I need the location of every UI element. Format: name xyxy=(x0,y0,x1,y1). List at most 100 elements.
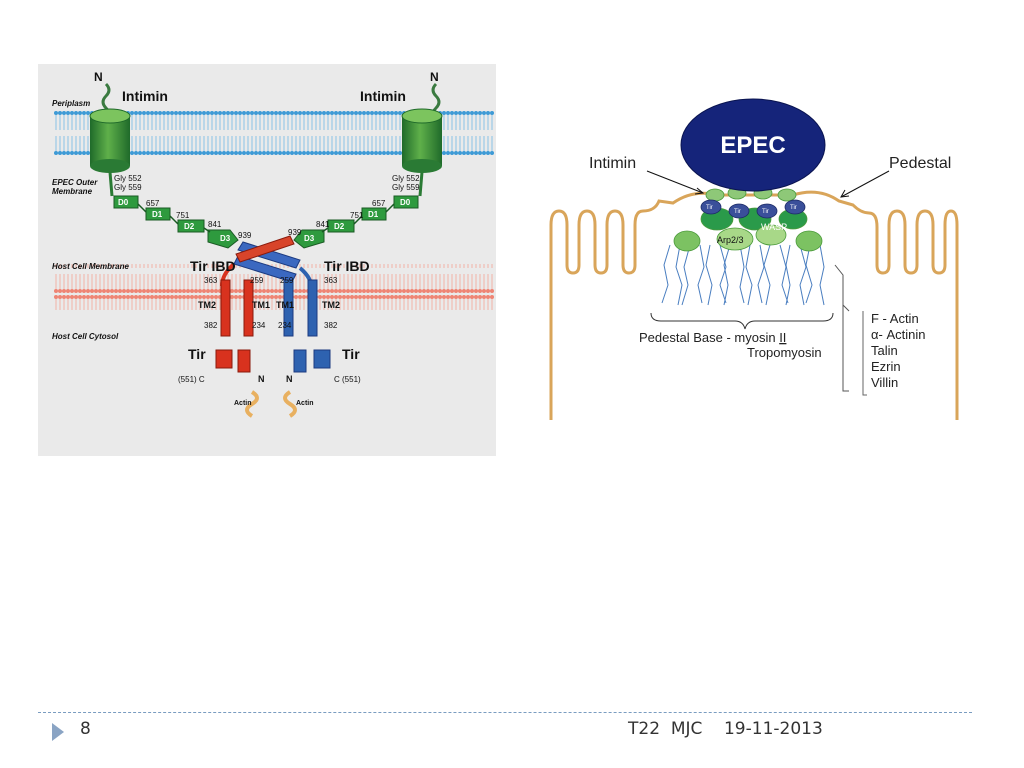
intimin-tir-diagram: N N Intimin Intimin Tir IBD Tir IBD Tir … xyxy=(38,64,496,456)
label-234-right: 234 xyxy=(278,321,292,330)
label-epec: EPEC xyxy=(720,132,785,159)
label-pedestal: Pedestal xyxy=(889,155,951,172)
label-d2-right: D2 xyxy=(334,222,345,231)
label-wasp: WASP xyxy=(761,222,787,232)
epec-pedestal-diagram: Tir Tir Tir Tir Arp2/3 WASP EPEC Intimin… xyxy=(545,95,965,425)
label-villin: Villin xyxy=(871,375,898,390)
label-tir-ibd-left: Tir IBD xyxy=(190,258,236,274)
label-tm2-left: TM2 xyxy=(198,300,216,310)
domain-d1-left xyxy=(145,207,171,221)
intimin-pointer xyxy=(646,170,704,194)
label-382-right: 382 xyxy=(324,321,338,330)
list-bracket xyxy=(862,311,867,396)
domain-d3-right xyxy=(293,229,325,249)
label-c551-right: C (551) xyxy=(334,375,361,384)
label-751-right: 751 xyxy=(350,211,364,220)
label-myosin-numeral: II xyxy=(779,330,786,345)
label-tir-3: Tir xyxy=(762,209,769,215)
label-a-actinin: α- Actinin xyxy=(871,327,925,342)
label-outer-membrane-1: EPEC Outer xyxy=(52,178,98,187)
label-pedestal-base: Pedestal Base - myosin II xyxy=(639,330,786,345)
label-tropomyosin: Tropomyosin xyxy=(747,345,822,360)
label-gly552-left: Gly 552 xyxy=(114,174,142,183)
label-751-left: 751 xyxy=(176,211,190,220)
label-tir-right: Tir xyxy=(342,346,360,362)
label-c551-left: (551) C xyxy=(178,375,205,384)
actin-fibers xyxy=(661,244,825,306)
label-host-cytosol: Host Cell Cytosol xyxy=(52,332,119,341)
label-657-left: 657 xyxy=(146,199,160,208)
label-talin: Talin xyxy=(871,343,898,358)
label-259-right: 259 xyxy=(280,276,294,285)
label-tir-ibd-right: Tir IBD xyxy=(324,258,370,274)
intimin-tir-svg: N N Intimin Intimin Tir IBD Tir IBD Tir … xyxy=(38,64,496,456)
domain-d2-right xyxy=(327,219,355,233)
tir-receptors xyxy=(700,199,806,219)
label-tir-1: Tir xyxy=(706,205,713,211)
label-tir-2: Tir xyxy=(734,209,741,215)
label-arp23: Arp2/3 xyxy=(717,235,744,245)
domain-d0-left xyxy=(113,195,139,209)
label-tir-left: Tir xyxy=(188,346,206,362)
label-d2-left: D2 xyxy=(184,222,195,231)
label-259-left: 259 xyxy=(250,276,264,285)
domain-d1-right xyxy=(361,207,387,221)
label-intimin: Intimin xyxy=(589,155,636,172)
label-363-left: 363 xyxy=(204,276,218,285)
label-n-tir-right: N xyxy=(286,374,293,384)
label-gly559-right: Gly 559 xyxy=(392,183,420,192)
label-841-right: 841 xyxy=(316,220,330,229)
label-actin-left: Actin xyxy=(234,400,252,407)
domain-d3-left xyxy=(207,229,239,249)
label-gly559-left: Gly 559 xyxy=(114,183,142,192)
label-host-membrane: Host Cell Membrane xyxy=(52,262,129,271)
label-n-right: N xyxy=(430,70,439,84)
label-d0-right: D0 xyxy=(400,198,411,207)
intimin-stalk-right xyxy=(418,171,424,197)
intimin-stalk-left xyxy=(108,171,114,197)
label-intimin-right: Intimin xyxy=(360,88,406,104)
domain-d2-left xyxy=(177,219,205,233)
pedestal-base-brace xyxy=(650,312,834,330)
label-d1-right: D1 xyxy=(368,210,379,219)
footer-divider xyxy=(38,712,972,713)
label-n-tir-left: N xyxy=(258,374,265,384)
label-d0-left: D0 xyxy=(118,198,129,207)
pedestal-pointer xyxy=(840,170,890,198)
label-intimin-left: Intimin xyxy=(122,88,168,104)
label-f-actin: F - Actin xyxy=(871,311,919,326)
label-d1-left: D1 xyxy=(152,210,163,219)
actin-squiggle-right xyxy=(283,390,297,418)
label-657-right: 657 xyxy=(372,199,386,208)
label-d3-right: D3 xyxy=(304,234,315,243)
actin-squiggle-left xyxy=(245,390,259,418)
epec-pedestal-svg: Tir Tir Tir Tir Arp2/3 WASP EPEC Intimin… xyxy=(549,98,959,420)
label-363-right: 363 xyxy=(324,276,338,285)
tir-red-chain xyxy=(215,262,254,373)
footer-info: T22 MJC 19-11-2013 xyxy=(628,719,823,739)
label-actin-right: Actin xyxy=(296,400,314,407)
pedestal-arrowhead xyxy=(840,189,850,198)
intimin-arrowhead xyxy=(694,187,705,195)
label-tm2-right: TM2 xyxy=(322,300,340,310)
label-939-left: 939 xyxy=(238,231,252,240)
signaling-complex xyxy=(673,186,823,252)
label-tir-4: Tir xyxy=(790,205,797,211)
domain-d0-right xyxy=(393,195,419,209)
label-d3-left: D3 xyxy=(220,234,231,243)
tir-blue-chain xyxy=(283,266,331,373)
footer-bullet-icon xyxy=(52,723,64,741)
label-gly552-right: Gly 552 xyxy=(392,174,420,183)
slide-number: 8 xyxy=(80,719,91,739)
label-n-left: N xyxy=(94,70,103,84)
label-periplasm: Periplasm xyxy=(52,99,90,108)
label-234-left: 234 xyxy=(252,321,266,330)
label-939-right: 939 xyxy=(288,228,302,237)
tir-ibd-hairpins xyxy=(233,235,301,283)
label-outer-membrane-2: Membrane xyxy=(52,187,93,196)
label-382-left: 382 xyxy=(204,321,218,330)
label-tm1-right: TM1 xyxy=(276,300,294,310)
epec-bacterium xyxy=(680,98,826,192)
label-841-left: 841 xyxy=(208,220,222,229)
label-tm1-left: TM1 xyxy=(252,300,270,310)
